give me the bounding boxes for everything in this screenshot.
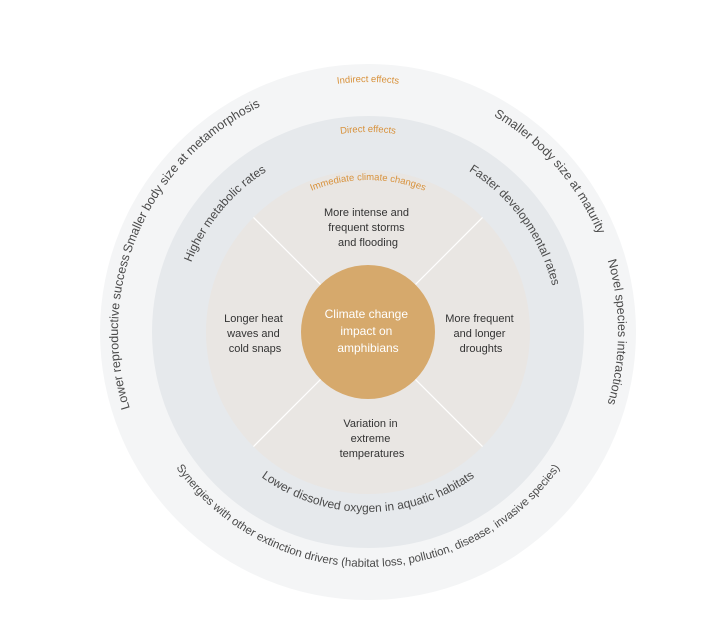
sector-right-text: More frequent and longer droughts bbox=[445, 313, 517, 355]
indirect-effects-title: Indirect effects bbox=[336, 74, 400, 87]
sector-bottom-text: Variation in extreme temperatures bbox=[340, 418, 405, 460]
center-label: Climate change impact on amphibians bbox=[325, 307, 412, 355]
direct-effects-title: Direct effects bbox=[340, 124, 397, 137]
sector-top-text: More intense and frequent storms and flo… bbox=[324, 207, 412, 249]
sector-left-text: Longer heat waves and cold snaps bbox=[224, 313, 286, 355]
center-circle bbox=[301, 265, 435, 399]
